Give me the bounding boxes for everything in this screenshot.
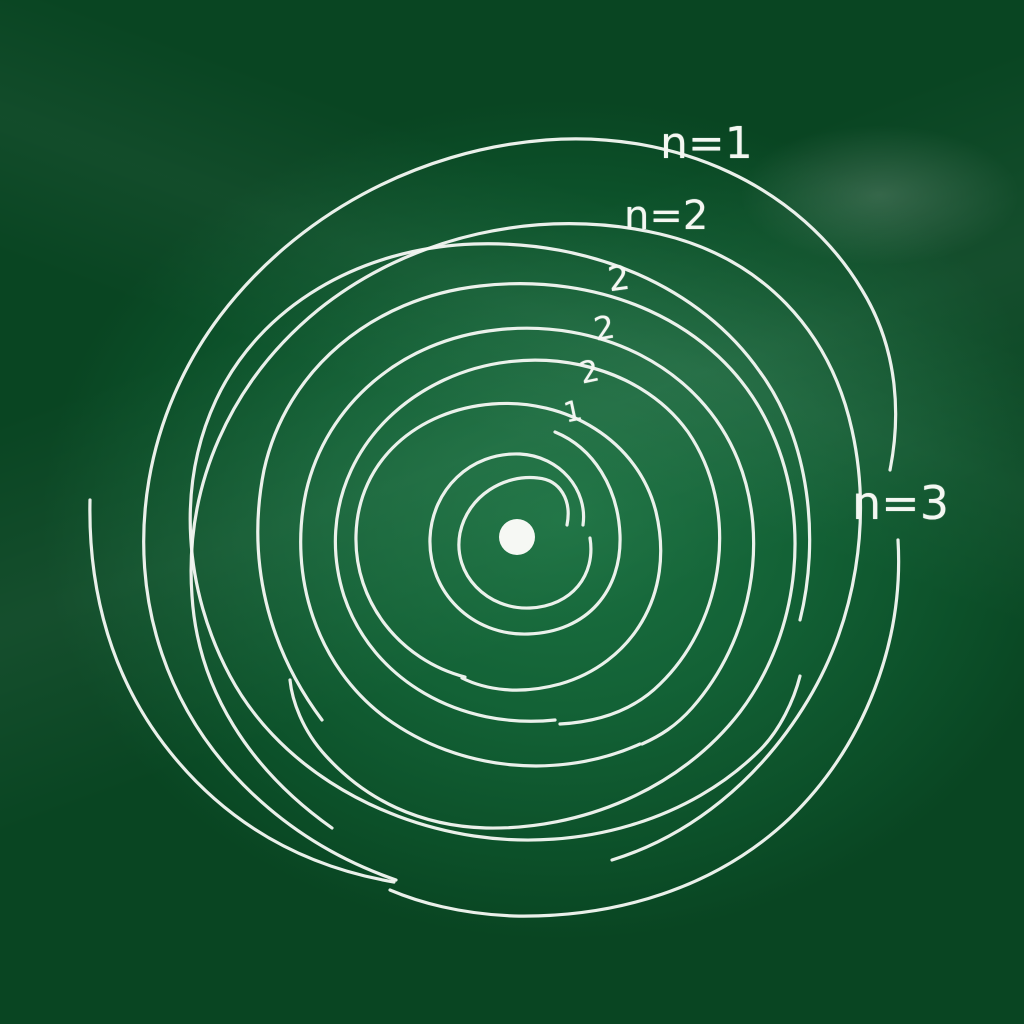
ring-arc-4	[333, 358, 722, 726]
label-n3: n=3	[852, 476, 949, 530]
ring-arc-8	[189, 222, 863, 862]
outer-left-arc	[88, 498, 396, 884]
ring-arc-6	[256, 282, 797, 830]
label-n2: n=2	[624, 193, 709, 239]
ring-arc-7	[188, 242, 812, 842]
ring-label-2-a: 2	[605, 257, 633, 301]
nucleus-dot	[499, 519, 535, 555]
ring-arc-3	[354, 401, 663, 692]
ring-arc-9-outer	[142, 137, 901, 918]
inner-arc-1	[457, 475, 593, 610]
inner-arc-2	[428, 430, 622, 636]
label-n1: n=1	[660, 118, 753, 169]
ring-arc-5	[299, 326, 756, 768]
